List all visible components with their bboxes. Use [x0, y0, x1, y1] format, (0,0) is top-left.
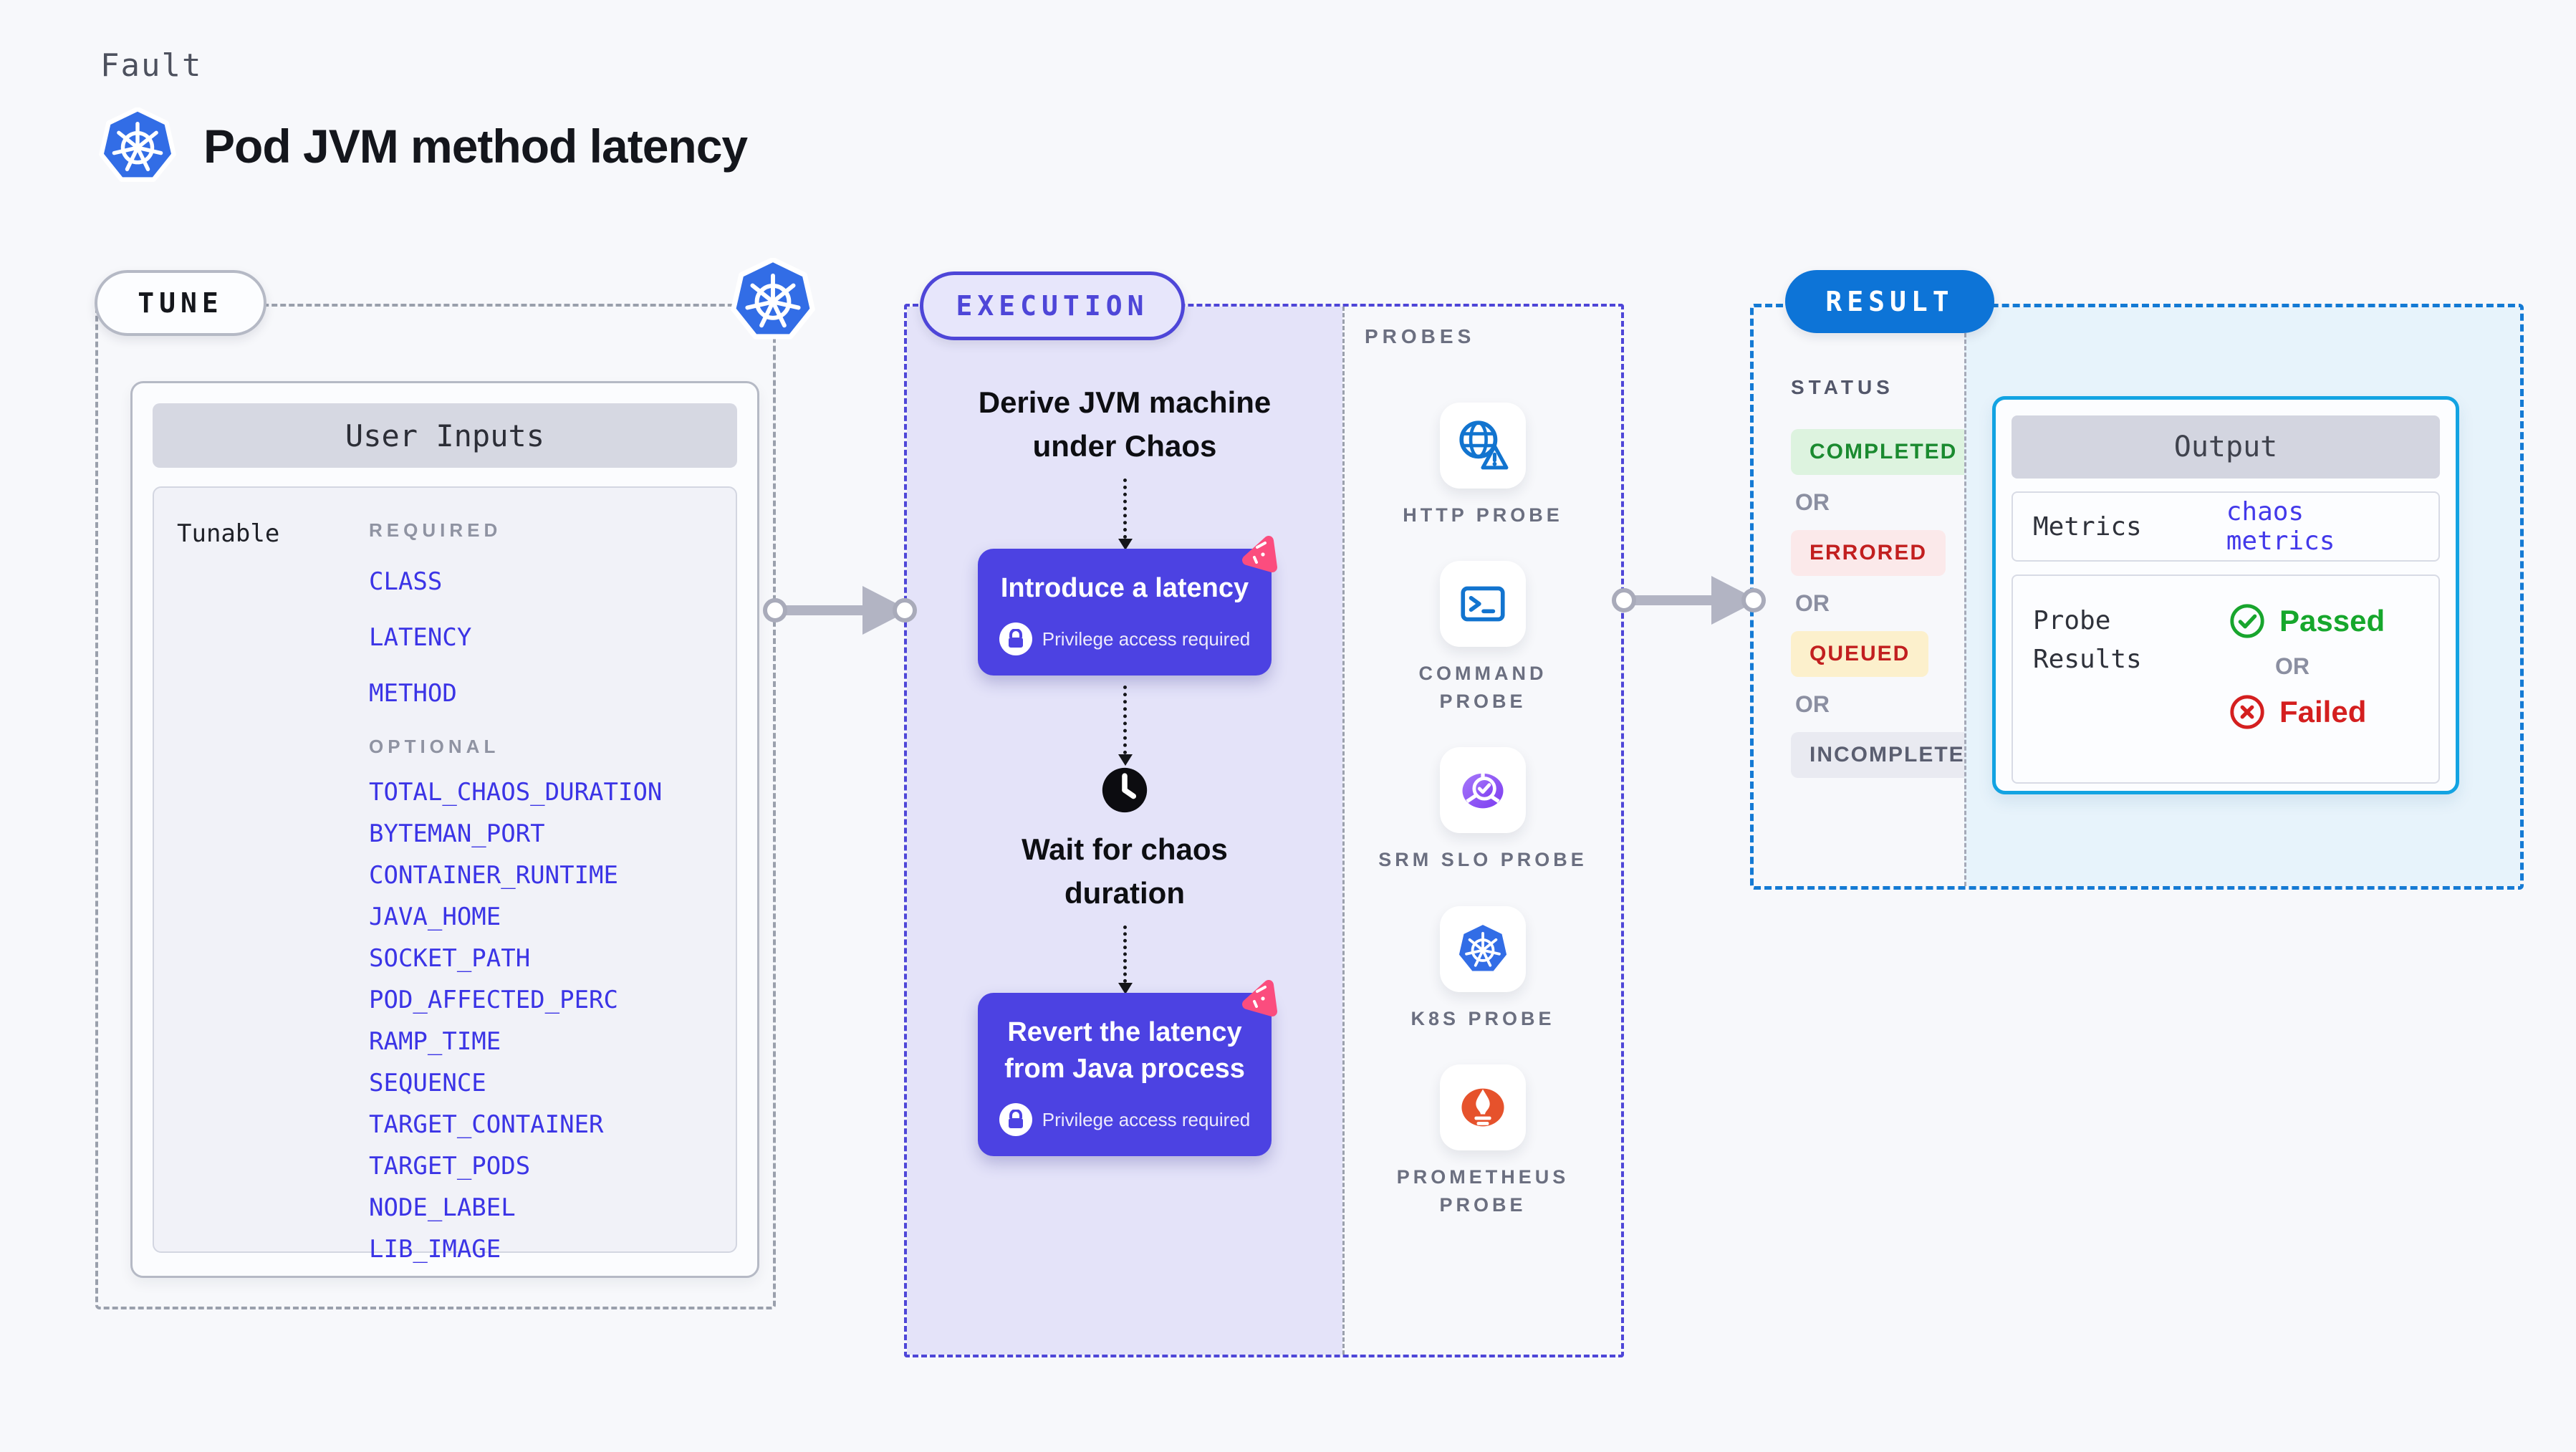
user-inputs-card: User Inputs Tunable REQUIRED CLASS LATEN…	[130, 381, 759, 1278]
output-header: Output	[2012, 415, 2440, 479]
or-label: OR	[1795, 489, 1830, 515]
passed-label: Passed	[2279, 604, 2385, 638]
status-badge-queued: QUEUED	[1791, 631, 1929, 677]
tunable-item-link[interactable]: SEQUENCE	[369, 1069, 486, 1097]
status-header: STATUS	[1791, 376, 1894, 398]
status-badge-errored: ERRORED	[1791, 530, 1946, 576]
tunable-item-link[interactable]: SOCKET_PATH	[369, 944, 531, 973]
tunable-item-link[interactable]: NODE_LABEL	[369, 1193, 516, 1222]
metrics-row: Metrics chaos metrics	[2012, 491, 2440, 562]
kubernetes-icon	[99, 107, 176, 185]
tune-section-box	[95, 304, 776, 1309]
step-introduce-latency: Introduce a latency Privilege access req…	[978, 535, 1277, 676]
step-derive-jvm: Derive JVM machine under Chaos	[978, 385, 1272, 463]
tunable-group-label: Tunable	[177, 519, 280, 548]
probe-results-row: Probe Results Passed OR	[2012, 574, 2440, 784]
probes-panel: PROBES HTTP PROBE	[1342, 307, 1621, 1355]
action-title: Introduce a latency	[1000, 572, 1249, 603]
lock-icon	[999, 622, 1032, 656]
probe-item-http: HTTP PROBE	[1372, 403, 1594, 529]
metrics-value-link[interactable]: chaos metrics	[2226, 497, 2335, 556]
or-label: OR	[1795, 691, 1830, 717]
or-label: OR	[1795, 590, 1830, 616]
step-wait-duration: Wait for chaos duration	[1022, 832, 1228, 910]
tune-pill: TUNE	[95, 270, 266, 336]
down-arrow-connector	[1118, 686, 1133, 766]
lock-icon	[999, 1103, 1032, 1137]
clock-icon	[1100, 766, 1149, 818]
tunable-item-link[interactable]: TARGET_CONTAINER	[369, 1110, 604, 1139]
probe-item-command: COMMAND PROBE	[1372, 561, 1594, 716]
output-card: Output Metrics chaos metrics Probe Resul…	[1992, 396, 2459, 794]
probe-item-k8s: K8S PROBE	[1372, 905, 1594, 1033]
status-column: STATUS COMPLETED OR ERRORED OR QUEUED OR…	[1754, 307, 2001, 886]
execution-pill: EXECUTION	[920, 271, 1185, 340]
probe-item-prometheus: PROMETHEUS PROBE	[1372, 1064, 1594, 1219]
action-title: Revert the latency from Java process	[1004, 1016, 1245, 1085]
output-region: Output Metrics chaos metrics Probe Resul…	[1964, 307, 2520, 886]
result-pill: RESULT	[1785, 270, 1994, 333]
tunable-item-link[interactable]: BYTEMAN_PORT	[369, 819, 545, 848]
tunable-item-link[interactable]: METHOD	[369, 679, 457, 708]
slo-gauge-icon	[1440, 747, 1526, 834]
result-section-box: STATUS COMPLETED OR ERRORED OR QUEUED OR…	[1750, 304, 2524, 890]
step-revert-latency: Revert the latency from Java process Pri…	[978, 979, 1277, 1157]
probe-label: PROMETHEUS PROBE	[1396, 1165, 1570, 1216]
chaos-experiment-icon	[1242, 979, 1277, 1016]
failed-state: Failed	[2228, 693, 2385, 731]
probe-label: K8S PROBE	[1410, 1007, 1555, 1029]
user-inputs-header: User Inputs	[153, 403, 737, 468]
probe-label: SRM SLO PROBE	[1378, 849, 1587, 871]
passed-state: Passed	[2228, 602, 2385, 640]
required-section-label: REQUIRED	[369, 519, 502, 541]
metrics-label: Metrics	[2033, 511, 2142, 542]
probes-header: PROBES	[1365, 325, 1476, 347]
privilege-note: Privilege access required	[999, 1103, 1251, 1137]
tunable-item-link[interactable]: LIB_IMAGE	[369, 1235, 501, 1264]
probes-list: HTTP PROBE COMMAND PROBE	[1372, 403, 1594, 1251]
fault-category-label: Fault	[100, 47, 203, 84]
tunable-item-link[interactable]: JAVA_HOME	[369, 903, 501, 931]
or-label: OR	[2275, 653, 2310, 679]
optional-section-label: OPTIONAL	[369, 735, 500, 757]
probe-result-states: Passed OR Failed	[2228, 602, 2385, 731]
privilege-note: Privilege access required	[999, 622, 1251, 656]
down-arrow-connector	[1118, 478, 1133, 550]
tunable-item-link[interactable]: TOTAL_CHAOS_DURATION	[369, 778, 663, 807]
tunable-box: Tunable REQUIRED CLASS LATENCY METHOD OP…	[153, 486, 737, 1264]
flow-arrow-icon	[1612, 576, 1766, 625]
tunable-item-link[interactable]: RAMP_TIME	[369, 1027, 501, 1056]
flow-arrow-icon	[763, 586, 917, 635]
terminal-icon	[1440, 561, 1526, 648]
tunable-item-link[interactable]: TARGET_PODS	[369, 1152, 531, 1181]
execution-section-box: Derive JVM machine under Chaos Introduce…	[904, 304, 1624, 1357]
x-circle-icon	[2230, 695, 2264, 729]
tunable-list: REQUIRED CLASS LATENCY METHOD OPTIONAL T…	[369, 506, 662, 1270]
tunable-item-link[interactable]: CLASS	[369, 567, 443, 596]
status-badge-completed: COMPLETED	[1791, 429, 1976, 475]
globe-alert-icon	[1440, 403, 1526, 489]
failed-label: Failed	[2279, 695, 2367, 729]
prometheus-icon	[1440, 1064, 1526, 1150]
tunable-item-link[interactable]: POD_AFFECTED_PERC	[369, 986, 618, 1014]
chaos-experiment-icon	[1242, 535, 1277, 572]
execution-flow-panel: Derive JVM machine under Chaos Introduce…	[907, 307, 1342, 1355]
probe-label: HTTP PROBE	[1403, 504, 1563, 526]
check-circle-icon	[2230, 604, 2264, 638]
page-title: Pod JVM method latency	[203, 120, 748, 173]
privilege-note-text: Privilege access required	[1042, 1108, 1251, 1130]
tunable-item-link[interactable]: CONTAINER_RUNTIME	[369, 861, 618, 890]
page-header: Pod JVM method latency	[99, 107, 748, 185]
privilege-note-text: Privilege access required	[1042, 628, 1251, 650]
tunable-item-link[interactable]: LATENCY	[369, 623, 472, 652]
probe-results-label: Probe Results	[2033, 606, 2142, 674]
probe-item-srm-slo: SRM SLO PROBE	[1372, 747, 1594, 874]
probe-label: COMMAND PROBE	[1418, 663, 1547, 713]
down-arrow-connector	[1118, 925, 1133, 994]
kubernetes-icon	[731, 258, 815, 342]
kubernetes-icon	[1440, 905, 1526, 992]
